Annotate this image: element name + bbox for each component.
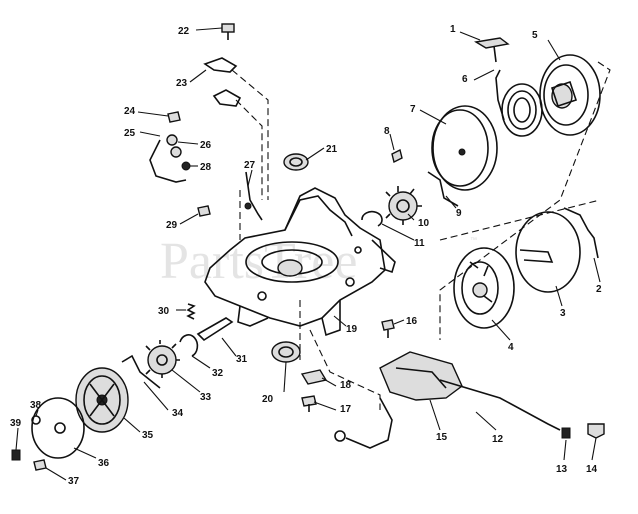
- callout-5: 5: [532, 30, 538, 41]
- screw-17: [301, 395, 317, 412]
- clip-13: [561, 427, 571, 439]
- starter-handle: [474, 37, 510, 63]
- callout-6: 6: [462, 74, 468, 85]
- gear-10: [385, 186, 422, 225]
- callout-1: 1: [450, 24, 456, 35]
- watermark-text: PartsTree: [160, 233, 357, 290]
- callout-2: 2: [596, 284, 602, 295]
- screw-29: [197, 205, 211, 217]
- callout-7: 7: [410, 104, 416, 115]
- wire-25: [149, 139, 187, 183]
- callout-28: 28: [200, 162, 212, 173]
- ring-32: [179, 334, 199, 357]
- callout-16: 16: [406, 316, 418, 327]
- callout-24: 24: [124, 106, 136, 117]
- starter-pulley: [539, 54, 601, 136]
- callout-34: 34: [172, 408, 184, 419]
- flywheel-4: [453, 247, 515, 329]
- callout-27: 27: [244, 160, 256, 171]
- nut-39: [11, 449, 21, 461]
- screw-16: [381, 319, 395, 338]
- watermark-trademark: ™: [470, 237, 477, 244]
- bracket-23: [203, 57, 242, 107]
- callout-22: 22: [178, 26, 190, 37]
- callout-3: 3: [560, 308, 566, 319]
- callout-13: 13: [556, 464, 568, 475]
- spring-34: [121, 354, 161, 389]
- clip-26: [166, 134, 182, 158]
- plate-3: [515, 211, 581, 293]
- callout-18: 18: [340, 380, 352, 391]
- callout-12: 12: [492, 434, 504, 445]
- callout-11: 11: [414, 238, 425, 249]
- callout-33: 33: [200, 392, 212, 403]
- callout-10: 10: [418, 218, 430, 229]
- callout-35: 35: [142, 430, 154, 441]
- callout-38: 38: [30, 400, 42, 411]
- callout-15: 15: [436, 432, 448, 443]
- callout-31: 31: [236, 354, 248, 365]
- engine-housing: [204, 187, 396, 337]
- callout-36: 36: [98, 458, 110, 469]
- fitting-14: [587, 423, 605, 439]
- shaft-2: [563, 207, 599, 259]
- callout-4: 4: [508, 342, 514, 353]
- gear-35: [75, 367, 129, 433]
- ignition-module-15: [334, 351, 561, 449]
- callout-25: 25: [124, 128, 136, 139]
- screw-37: [33, 459, 47, 471]
- shaft-31: [196, 317, 234, 342]
- callout-30: 30: [158, 306, 170, 317]
- callout-39: 39: [10, 418, 22, 429]
- seal-21: [283, 153, 309, 171]
- gear-33: [145, 340, 180, 378]
- callout-21: 21: [326, 144, 338, 155]
- callout-17: 17: [340, 404, 352, 415]
- screw-8: [391, 148, 403, 164]
- bracket-18: [300, 369, 328, 385]
- callout-26: 26: [200, 140, 212, 151]
- watermark: PartsTree ™: [160, 233, 477, 290]
- callout-20: 20: [262, 394, 274, 405]
- retaining-ring-11: [361, 210, 383, 227]
- plate-36: [31, 397, 85, 459]
- starter-cup: [431, 105, 498, 191]
- callout-14: 14: [586, 464, 598, 475]
- callout-8: 8: [384, 126, 390, 137]
- callout-23: 23: [176, 78, 188, 89]
- nut-28: [181, 161, 191, 171]
- rewind-spring: [495, 69, 543, 137]
- callout-19: 19: [346, 324, 358, 335]
- callout-37: 37: [68, 476, 80, 487]
- callout-leaders: [15, 27, 601, 481]
- spring-30: [186, 303, 196, 320]
- callout-29: 29: [166, 220, 178, 231]
- callout-9: 9: [456, 208, 462, 219]
- screw-22: [221, 23, 235, 40]
- bearing-20: [271, 341, 301, 363]
- callout-32: 32: [212, 368, 224, 379]
- callout-labels: 1 2 3 4 5 6 7 8 9 10 11 12 13 14 15 16 1…: [10, 24, 602, 487]
- link-27: [244, 171, 263, 221]
- screw-24: [167, 111, 181, 123]
